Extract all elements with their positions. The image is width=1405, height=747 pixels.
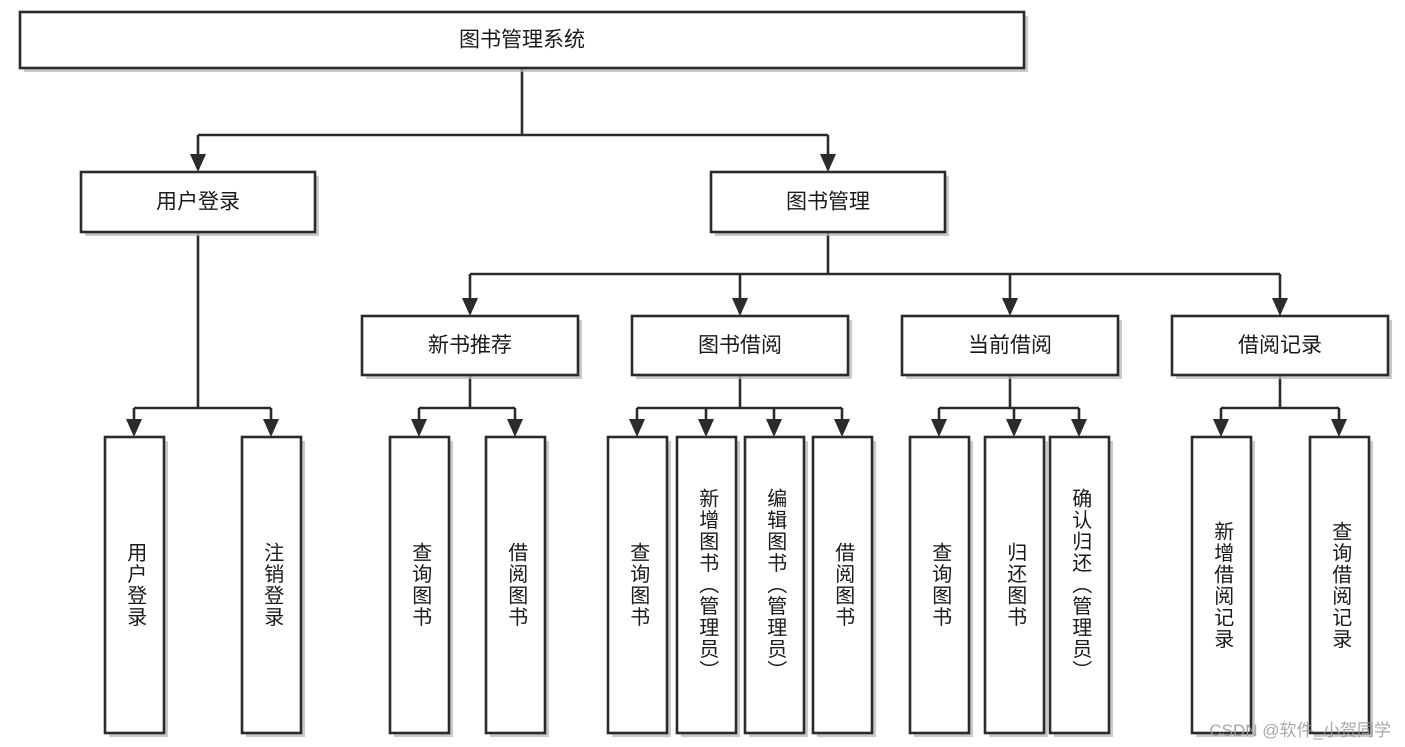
node-box-leaf-confirm-return[interactable] — [1048, 435, 1111, 735]
arrow-head-icon — [411, 419, 427, 437]
node-box-leaf-return-book[interactable] — [983, 435, 1046, 735]
arrow-head-icon — [1213, 419, 1229, 437]
arrow-head-icon — [1272, 298, 1288, 316]
node-box-leaf-user-logout[interactable] — [240, 435, 303, 735]
node-label-user-login: 用户登录 — [156, 191, 240, 214]
node-box-leaf-add-record[interactable] — [1190, 435, 1253, 735]
arrow-head-icon — [698, 419, 714, 437]
arrow-head-icon — [1006, 419, 1022, 437]
arrow-head-icon — [931, 419, 947, 437]
node-label-new-book-recommend: 新书推荐 — [428, 334, 512, 357]
node-label-current-borrow: 当前借阅 — [968, 334, 1052, 357]
arrow-head-icon — [629, 419, 645, 437]
connectors-layer — [126, 68, 1347, 437]
arrow-head-icon — [507, 419, 523, 437]
node-label-root: 图书管理系统 — [459, 29, 585, 52]
node-box-leaf-add-book[interactable] — [675, 435, 738, 735]
arrow-head-icon — [462, 298, 478, 316]
arrow-head-icon — [834, 419, 850, 437]
arrow-head-icon — [766, 419, 782, 437]
arrow-head-icon — [263, 419, 279, 437]
node-box-book-borrow[interactable] — [630, 314, 850, 377]
node-box-leaf-user-login[interactable] — [103, 435, 166, 735]
node-box-current-borrow[interactable] — [900, 314, 1120, 377]
node-box-leaf-borrow-book-2[interactable] — [811, 435, 874, 735]
node-box-book-manage[interactable] — [709, 170, 947, 234]
arrow-head-icon — [820, 154, 836, 172]
node-label-book-borrow: 图书借阅 — [698, 334, 782, 357]
node-box-leaf-borrow-book-1[interactable] — [484, 435, 547, 735]
node-box-root[interactable] — [18, 10, 1026, 70]
boxes-layer — [18, 10, 1392, 737]
arrow-head-icon — [1002, 298, 1018, 316]
node-box-leaf-query-record[interactable] — [1308, 435, 1371, 735]
node-label-borrow-record: 借阅记录 — [1238, 334, 1322, 357]
arrow-head-icon — [1071, 419, 1087, 437]
node-box-borrow-record[interactable] — [1170, 314, 1390, 377]
csdn-watermark: CSDN @软件_小贺同学 — [1209, 721, 1391, 740]
arrow-head-icon — [126, 419, 142, 437]
node-label-book-manage: 图书管理 — [786, 191, 870, 214]
arrow-head-icon — [190, 154, 206, 172]
arrow-head-icon — [732, 298, 748, 316]
node-box-leaf-edit-book[interactable] — [743, 435, 806, 735]
node-box-leaf-query-book-3[interactable] — [908, 435, 971, 735]
node-box-new-book-recommend[interactable] — [360, 314, 580, 377]
node-box-leaf-query-book-2[interactable] — [606, 435, 669, 735]
node-box-user-login[interactable] — [79, 170, 317, 234]
arrow-head-icon — [1331, 419, 1347, 437]
node-box-leaf-query-book-1[interactable] — [388, 435, 451, 735]
